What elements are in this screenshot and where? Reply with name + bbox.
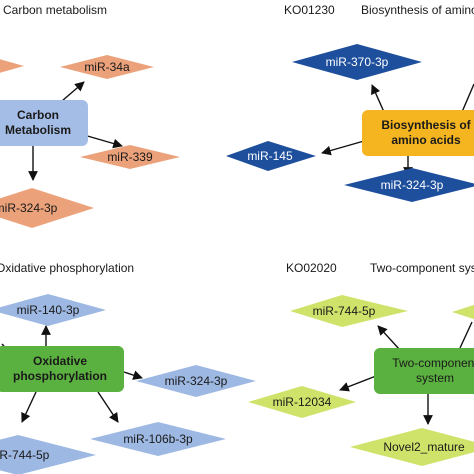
arrow-carbon-to-mir339 [83, 134, 123, 149]
hub-box-amino [362, 110, 474, 156]
arrow-carbon-to-mir34a [61, 81, 85, 102]
panel-title-oxidative: Oxidative phosphorylation [0, 261, 134, 275]
panel-oxidative-phosphorylation: Oxidative phosphorylation Oxidative phos… [0, 261, 256, 474]
diamond-mir-370-3p [292, 44, 422, 80]
node-label-mir-324-3p-carbon: miR-324-3p [0, 201, 58, 215]
arrow-tc-to-mir744 [377, 325, 401, 351]
arrow-tc-to-mir12034 [339, 375, 377, 392]
hub-box-twocomp [374, 348, 474, 394]
hub-box-carbon [0, 100, 88, 146]
hub-label-carbon-line2: Metabolism [5, 123, 71, 137]
panel-title-code-twocomp: KO02020 [286, 261, 337, 275]
node-label-mir-744-5p-tc: miR-744-5p [313, 304, 376, 318]
diamond-mir-744-5p-tc [290, 295, 408, 327]
panel-title-carbon: Carbon metabolism [3, 3, 107, 17]
diamond-mir-744-5p-ox [0, 435, 96, 474]
hub-label-amino-line1: Biosynthesis of [381, 118, 471, 132]
node-label-mir-324-3p-ox: miR-324-3p [165, 374, 228, 388]
arrow-tc-right [459, 321, 473, 349]
arrow-ox-to-mir324 [123, 370, 143, 380]
panel-biosynthesis-amino-acids: KO01230 Biosynthesis of amino acids Bios… [226, 3, 474, 202]
arrow-amino-to-mir145 [321, 140, 365, 156]
diamond-mir-12034 [248, 386, 356, 418]
arrow-ox-to-mir106b [97, 391, 119, 423]
diamond-mir-324-3p-amino [344, 168, 474, 202]
node-label-mir-339: miR-339 [107, 150, 153, 164]
arrow-amino-to-mir370 [371, 84, 385, 113]
panel-title-twocomp: Two-component system [370, 261, 474, 275]
node-label-mir-34a: miR-34a [84, 60, 130, 74]
node-label-mir-145: miR-145 [247, 149, 293, 163]
node-label-novel2-mature: Novel2_mature [383, 440, 465, 454]
hub-box-oxidative [0, 346, 124, 392]
panel-title-code-amino: KO01230 [284, 3, 335, 17]
diamond-mir-140-3p [0, 294, 106, 326]
node-label-mir-12034: miR-12034 [273, 395, 332, 409]
node-label-mir-324-3p-amino: miR-324-3p [381, 178, 444, 192]
node-label-mir-140-3p: miR-140-3p [17, 303, 80, 317]
hub-label-oxidative-line1: Oxidative [33, 354, 87, 368]
diamond-partial-carbon [0, 59, 24, 73]
diamond-mir-324-3p-ox [136, 365, 256, 397]
diamond-mir-145 [226, 141, 316, 171]
arrow-ox-to-mir744 [21, 391, 37, 423]
node-label-mir-106b-3p: miR-106b-3p [123, 432, 193, 446]
panel-carbon-metabolism: Carbon metabolism Carbon Metabolism miR-… [0, 3, 180, 228]
panel-two-component-system: KO02020 Two-component system Two-compone… [248, 261, 474, 466]
diamond-mir-324-3p-carbon [0, 188, 94, 228]
diamond-mir-339 [80, 145, 180, 169]
node-label-mir-370-3p: miR-370-3p [326, 55, 389, 69]
panel-title-amino: Biosynthesis of amino acids [361, 3, 474, 17]
hub-label-twocomp-line2: system [416, 371, 454, 385]
hub-label-oxidative-line2: phosphorylation [13, 369, 107, 383]
arrow-amino-right [461, 83, 474, 113]
node-label-mir-744-5p-ox: miR-744-5p [0, 448, 50, 462]
diamond-mir-34a [60, 55, 154, 79]
diamond-partial-twocomp [452, 304, 474, 320]
diamond-novel2-mature [350, 428, 474, 466]
hub-label-amino-line2: amino acids [391, 133, 461, 147]
hub-label-carbon-line1: Carbon [17, 108, 59, 122]
hub-label-twocomp-line1: Two-component [392, 356, 474, 370]
diamond-mir-106b-3p [90, 422, 226, 456]
